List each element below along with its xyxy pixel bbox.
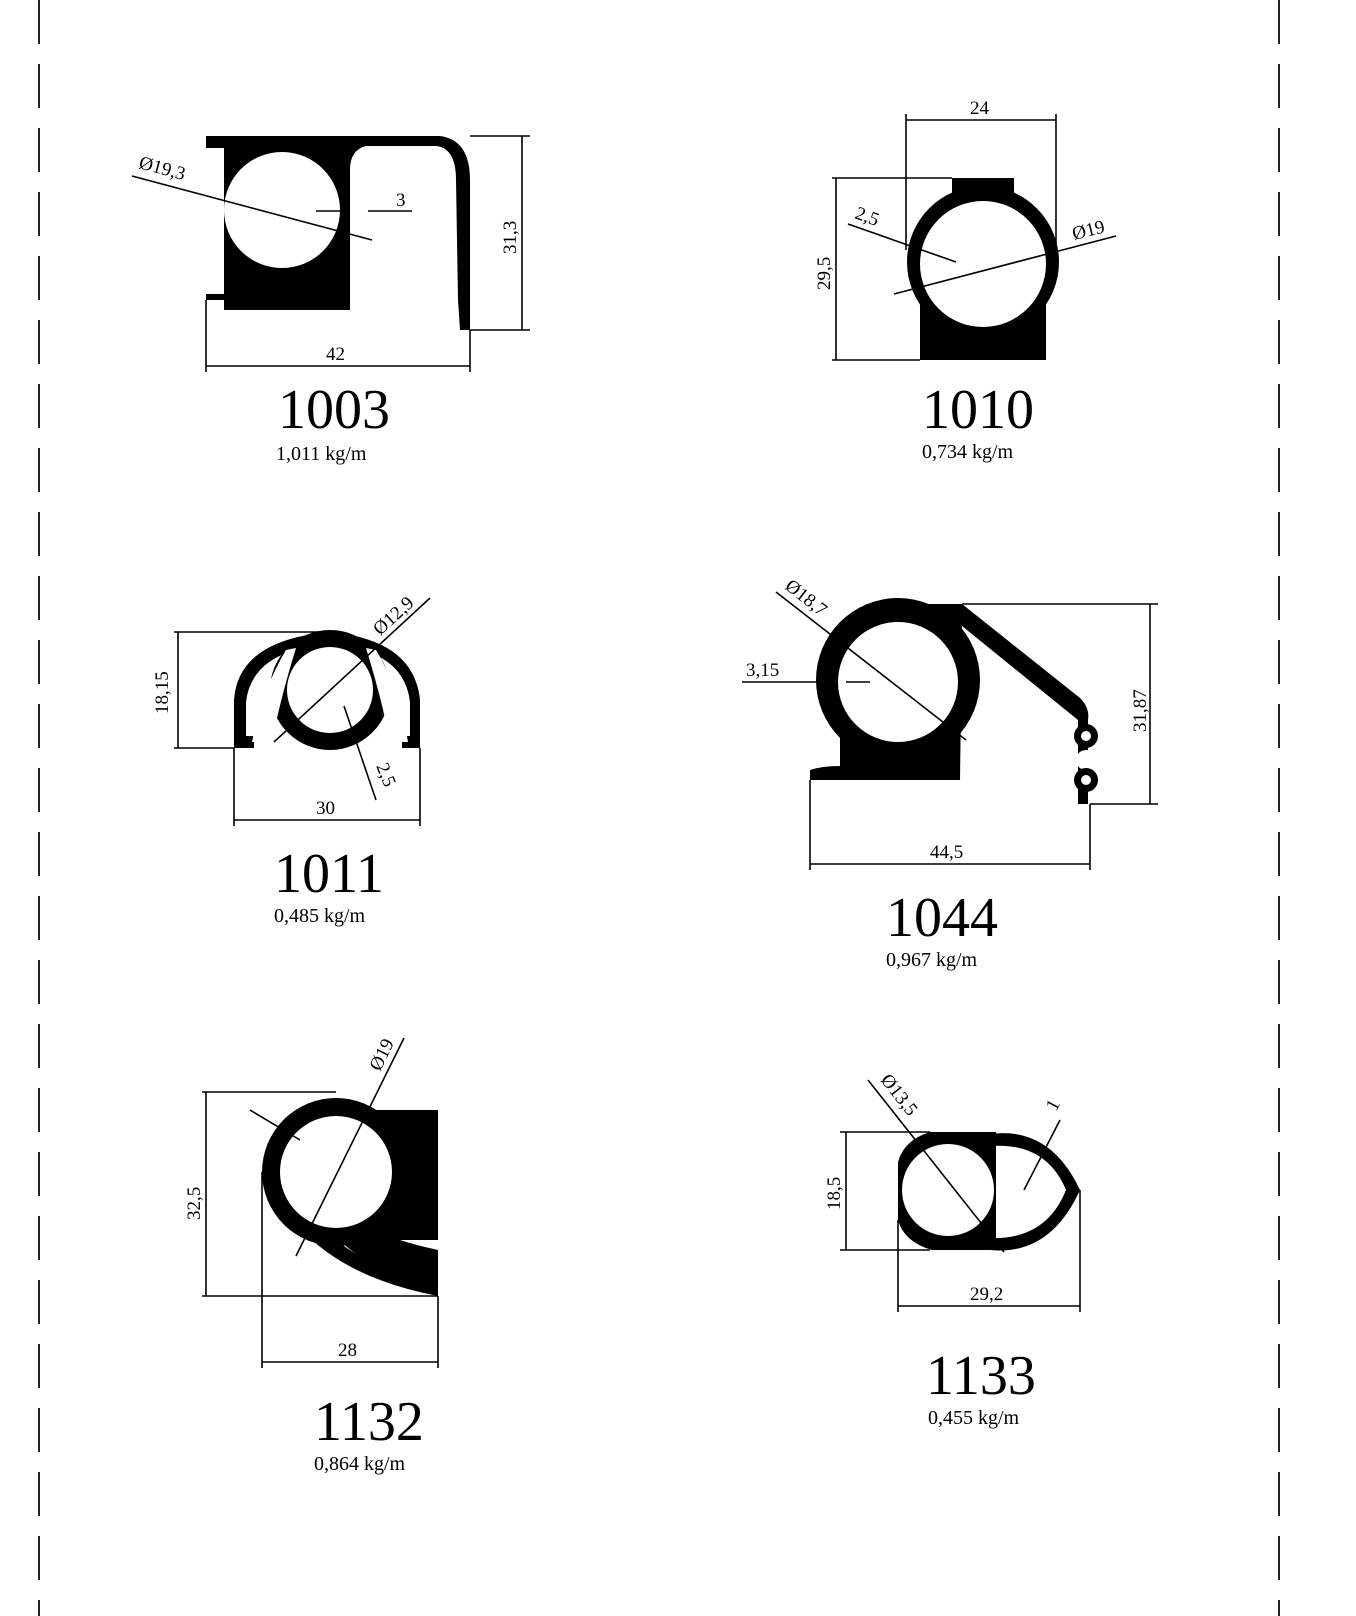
- profile-1011-width-label: 30: [316, 798, 335, 819]
- profile-1044-width-label: 44,5: [930, 842, 963, 863]
- profile-1011-wall-label: 2,5: [371, 760, 399, 790]
- profile-1011-wall-line: [343, 705, 377, 801]
- profile-1003-weight: 1,011 kg/m: [276, 443, 367, 465]
- profile-1132-height-label: 32,5: [184, 1187, 205, 1220]
- profile-1133-width-label: 29,2: [970, 1284, 1003, 1305]
- profile-1010-shape: [907, 178, 1059, 360]
- profile-1011-shape: [234, 630, 420, 750]
- profile-1011-height-label: 18,15: [152, 671, 173, 714]
- profile-1010-height-label: 29,5: [814, 257, 835, 290]
- profile-1044-wall-label: 3,15: [746, 660, 779, 681]
- profile-1003-height-label: 31,3: [500, 221, 521, 254]
- left-dashed-border: [38, 0, 40, 1616]
- profile-1132-weight: 0,864 kg/m: [314, 1453, 406, 1475]
- profile-1132-diameter-label: Ø19: [366, 1036, 399, 1075]
- profile-1003-width-label: 42: [326, 344, 345, 365]
- profile-1003: Ø19,3 3 31,3 42 1003 1,011 kg/m: [131, 135, 530, 465]
- profile-1132-shape: [262, 1098, 438, 1296]
- profile-1132-width-label: 28: [338, 1340, 357, 1361]
- profile-1044: Ø18,7 3,15 31,87 44,5 1044 0,967 kg/m: [742, 575, 1158, 971]
- profile-1003-diameter-line: [131, 175, 373, 241]
- profile-1133-weight: 0,455 kg/m: [928, 1407, 1020, 1429]
- profile-1011-diameter-line: [273, 597, 431, 743]
- profile-1133-height-label: 18,5: [824, 1177, 845, 1210]
- profile-1044-code: 1044: [886, 887, 998, 949]
- profile-1010-wall-line: [847, 223, 957, 263]
- profile-1133-diameter-label: Ø13,5: [876, 1070, 921, 1120]
- profile-1011-weight: 0,485 kg/m: [274, 905, 366, 927]
- profile-1133-shape: [898, 1132, 1080, 1251]
- profile-1044-height-label: 31,87: [1130, 689, 1151, 732]
- profile-1011-code: 1011: [274, 843, 384, 905]
- profile-1011: Ø12,9 18,15 2,5 30 1011 0,485 kg/m: [152, 593, 431, 927]
- profile-1010: 24 2,5 Ø19 29,5 1010 0,734 kg/m: [814, 98, 1117, 463]
- profile-1010-diameter-line: [893, 235, 1117, 295]
- profile-1044-diameter-line: [775, 591, 967, 741]
- profile-1003-shape: [206, 136, 470, 330]
- profile-1010-weight: 0,734 kg/m: [922, 441, 1014, 463]
- profile-1132-diameter-line: [295, 1037, 405, 1257]
- profile-1132: Ø19 32,5 28 1132 0,864 kg/m: [184, 1036, 439, 1475]
- profile-1132-code: 1132: [314, 1391, 424, 1453]
- profile-1010-top-label: 24: [970, 98, 990, 119]
- right-dashed-border: [1278, 0, 1280, 1616]
- profile-1044-shape: [810, 598, 1098, 804]
- profile-1003-code: 1003: [278, 379, 390, 441]
- profile-1003-diameter-label: Ø19,3: [137, 153, 188, 185]
- profile-1003-wall-label: 3: [396, 190, 406, 211]
- profile-1133-wall-label: 1: [1042, 1096, 1065, 1114]
- profile-1133-diameter-line: [867, 1079, 1005, 1253]
- profile-1010-code: 1010: [922, 379, 1034, 441]
- profile-1133-wall-line: [1023, 1119, 1061, 1191]
- profile-1044-diameter-label: Ø18,7: [781, 575, 831, 620]
- profile-1133-code: 1133: [926, 1345, 1036, 1407]
- profile-1133: Ø13,5 1 18,5 29,2 1133 0,455 kg/m: [824, 1070, 1081, 1429]
- profile-1044-weight: 0,967 kg/m: [886, 949, 978, 971]
